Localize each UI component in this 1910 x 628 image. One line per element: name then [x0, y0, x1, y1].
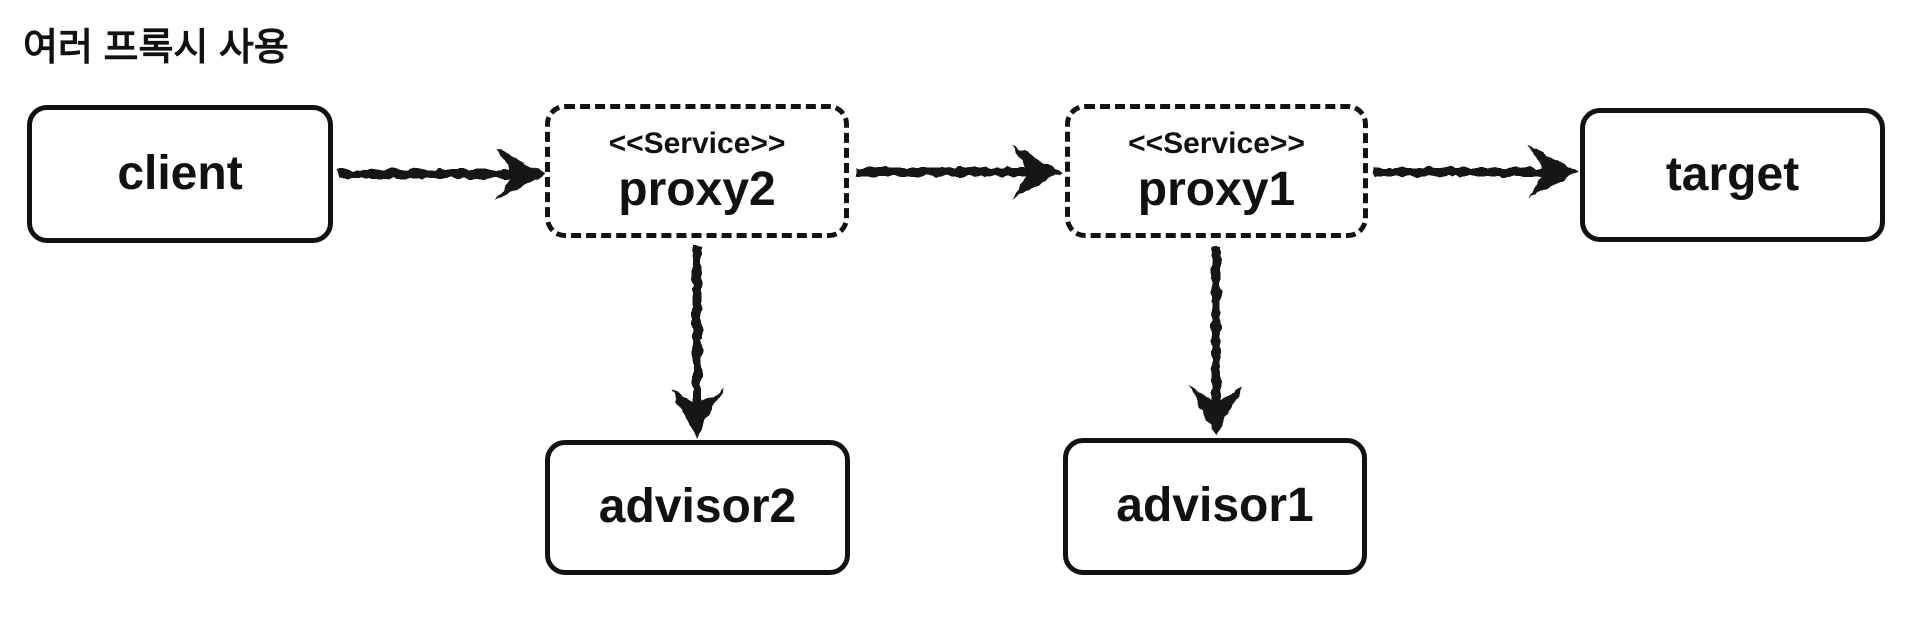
arrowhead-right-icon — [495, 147, 545, 201]
node-target-label: target — [1665, 147, 1800, 201]
edge-proxy2-to-advisor2 — [670, 247, 724, 438]
node-proxy1: <<Service>> proxy1 — [1065, 104, 1368, 238]
node-client-label: client — [117, 146, 243, 200]
node-proxy2-stereotype: <<Service>> — [608, 126, 786, 160]
edge-proxy2-to-proxy1 — [856, 145, 1062, 199]
node-advisor2-label: advisor2 — [598, 480, 797, 534]
node-proxy2: <<Service>> proxy2 — [545, 104, 849, 238]
node-proxy2-label: proxy2 — [618, 163, 776, 217]
node-target: target — [1580, 108, 1885, 242]
edge-proxy1-to-target — [1374, 145, 1578, 199]
node-proxy1-label: proxy1 — [1137, 163, 1296, 217]
arrowhead-right-icon — [1012, 145, 1062, 199]
node-advisor1-label: advisor1 — [1116, 479, 1314, 533]
edge-client-to-proxy2 — [338, 147, 545, 201]
node-client: client — [27, 105, 333, 243]
node-advisor2: advisor2 — [545, 440, 850, 575]
edge-proxy1-to-advisor1 — [1189, 247, 1243, 436]
arrowhead-down-icon — [1189, 386, 1243, 436]
arrowhead-right-icon — [1528, 145, 1578, 199]
arrowhead-down-icon — [670, 388, 724, 438]
node-proxy1-stereotype: <<Service>> — [1128, 126, 1305, 160]
diagram-title: 여러 프록시 사용 — [23, 27, 289, 69]
node-advisor1: advisor1 — [1063, 438, 1367, 575]
